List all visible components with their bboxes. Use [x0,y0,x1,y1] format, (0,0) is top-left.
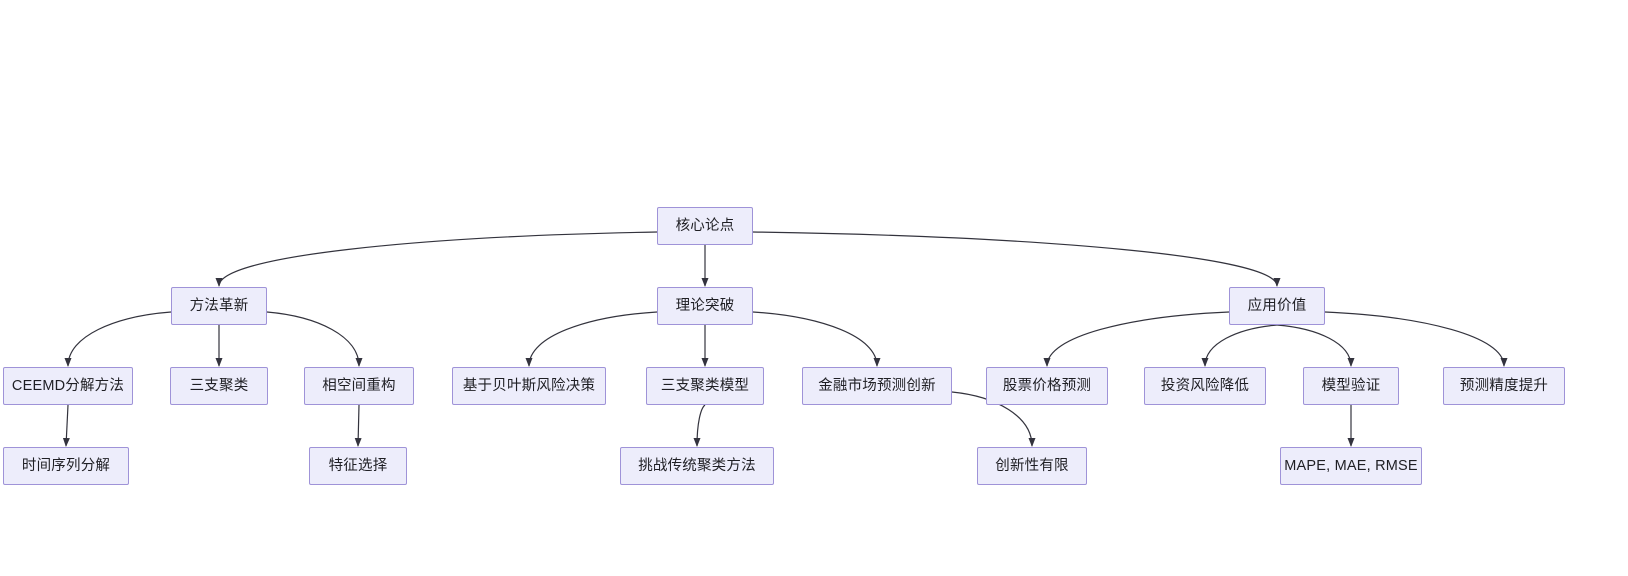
node-label: 应用价值 [1247,297,1307,314]
node-label: 金融市场预测创新 [818,377,936,394]
node-root[interactable]: 核心论点 [657,207,753,245]
node-twmodel[interactable]: 三支聚类模型 [646,367,764,405]
node-label: 方法革新 [189,297,249,314]
node-label: 模型验证 [1321,377,1381,394]
edge-paths [62,231,1508,447]
node-label: CEEMD分解方法 [11,377,125,394]
node-label: 三支聚类 [189,377,249,394]
node-label: 相空间重构 [322,377,396,394]
edge-method-to-phase [266,311,363,367]
node-limited[interactable]: 创新性有限 [977,447,1087,485]
edge-application-to-accuracy [1324,311,1508,367]
node-risk[interactable]: 投资风险降低 [1144,367,1266,405]
node-theory[interactable]: 理论突破 [657,287,753,325]
node-phase[interactable]: 相空间重构 [304,367,414,405]
node-label: MAPE, MAE, RMSE [1284,457,1418,474]
node-bayes[interactable]: 基于贝叶斯风险决策 [452,367,606,405]
node-label: 基于贝叶斯风险决策 [462,377,596,394]
node-label: 投资风险降低 [1160,377,1250,394]
node-accuracy[interactable]: 预测精度提升 [1443,367,1565,405]
node-stock[interactable]: 股票价格预测 [986,367,1108,405]
node-label: 时间序列分解 [21,457,111,474]
edge-root-to-application [752,231,1281,287]
node-label: 预测精度提升 [1459,377,1549,394]
node-ceemd[interactable]: CEEMD分解方法 [3,367,133,405]
node-label: 理论突破 [675,297,735,314]
node-label: 股票价格预测 [1002,377,1092,394]
node-tsdecomp[interactable]: 时间序列分解 [3,447,129,485]
node-label: 核心论点 [675,217,735,234]
edge-application-to-validate [1276,324,1355,367]
node-label: 三支聚类模型 [660,377,750,394]
node-label: 挑战传统聚类方法 [638,457,756,474]
node-feature[interactable]: 特征选择 [309,447,407,485]
node-metrics[interactable]: MAPE, MAE, RMSE [1280,447,1422,485]
edge-twmodel-to-challenge [693,404,706,447]
edge-application-to-stock [1043,311,1230,367]
node-method[interactable]: 方法革新 [171,287,267,325]
node-label: 特征选择 [328,457,388,474]
node-validate[interactable]: 模型验证 [1303,367,1399,405]
node-threeway[interactable]: 三支聚类 [170,367,268,405]
edge-ceemd-to-tsdecomp [62,404,70,447]
edge-method-to-ceemd [64,311,172,367]
node-label: 创新性有限 [995,457,1069,474]
edge-theory-to-finance [752,311,881,367]
edge-phase-to-feature [354,404,362,447]
node-application[interactable]: 应用价值 [1229,287,1325,325]
node-finance[interactable]: 金融市场预测创新 [802,367,952,405]
edge-theory-to-bayes [525,311,658,367]
edge-application-to-risk [1201,324,1278,367]
node-challenge[interactable]: 挑战传统聚类方法 [620,447,774,485]
edge-root-to-method [215,231,658,287]
